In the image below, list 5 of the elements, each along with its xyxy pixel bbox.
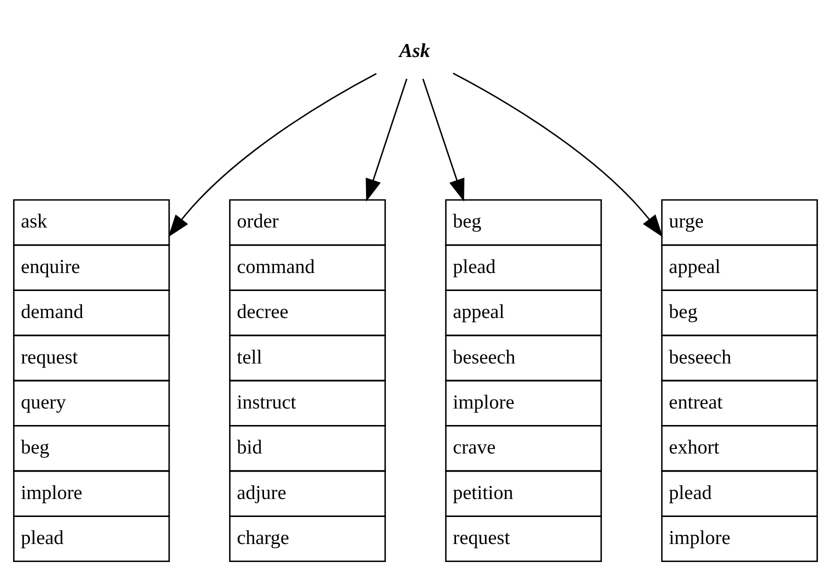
arrow <box>366 78 408 202</box>
arrow <box>452 72 663 237</box>
arrow <box>422 78 464 202</box>
node-text: Ask <box>399 39 430 62</box>
arrow <box>168 72 377 237</box>
